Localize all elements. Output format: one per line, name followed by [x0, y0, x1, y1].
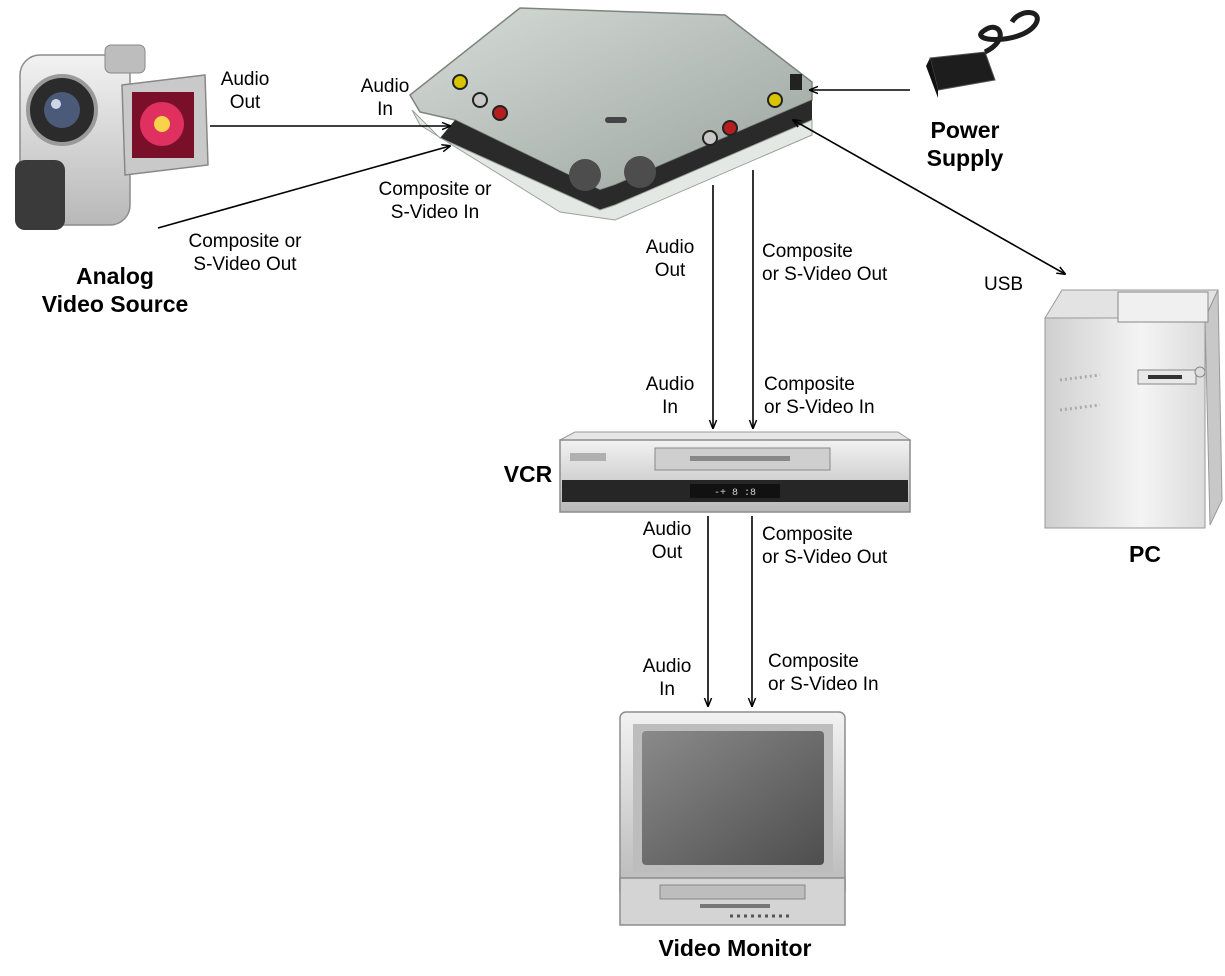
- arrow-box-usb-pc: [793, 120, 1065, 274]
- label-mon-audio-in: Audio In: [642, 656, 692, 700]
- device-label-pc: PC: [1129, 541, 1161, 567]
- label-box-video-out: Composite or S-Video Out: [762, 241, 888, 285]
- device-label-vcr: VCR: [503, 461, 553, 487]
- label-box-audio-in: Audio In: [360, 76, 410, 120]
- capture-box-icon: [409, 7, 813, 221]
- video-monitor-icon: [619, 711, 846, 926]
- camcorder-icon: [15, 44, 209, 230]
- label-vcr-audio-out: Audio Out: [642, 519, 692, 563]
- label-cam-audio-out: Audio Out: [220, 69, 270, 113]
- label-usb: USB: [984, 274, 1024, 295]
- label-box-video-in: Composite or S-Video In: [378, 179, 492, 223]
- label-vcr-audio-in: Audio In: [645, 374, 695, 418]
- power-supply-icon: [926, 10, 1040, 98]
- label-vcr-video-out: Composite or S-Video Out: [762, 524, 888, 568]
- arrow-cam-video-to-box: [157, 146, 450, 229]
- label-vcr-video-in: Composite or S-Video In: [764, 374, 875, 418]
- vcr-icon: -+ 8 :8: [559, 431, 912, 513]
- label-box-audio-out: Audio Out: [645, 237, 695, 281]
- label-mon-video-in: Composite or S-Video In: [768, 651, 879, 695]
- svg-text:-+ 8 :8: -+ 8 :8: [714, 488, 756, 499]
- pc-tower-icon: [1044, 289, 1223, 529]
- device-label-camcorder: Analog Video Source: [41, 263, 189, 317]
- connections: [157, 90, 1065, 706]
- device-label-video-monitor: Video Monitor: [658, 935, 812, 961]
- device-label-power-supply: Power Supply: [926, 117, 1004, 171]
- label-cam-video-out: Composite or S-Video Out: [188, 231, 302, 275]
